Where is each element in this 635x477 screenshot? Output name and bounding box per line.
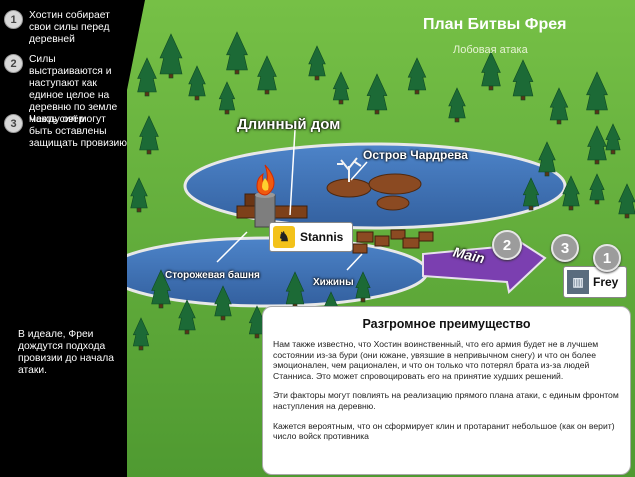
step-badge-3: 3 <box>551 234 579 262</box>
step-text: Часть сил могут быть оставлены защищать … <box>29 114 128 149</box>
step-badge-1: 1 <box>593 244 621 272</box>
stannis-banner[interactable]: ♞ Stannis <box>269 222 353 252</box>
step-text: Хостин собирает свои силы перед деревней <box>29 10 110 45</box>
forest <box>130 31 635 351</box>
panel-title: Разгромное преимущество <box>362 317 531 331</box>
tree-trunk <box>568 205 574 211</box>
step-1: 1 Хостин собирает свои силы перед деревн… <box>4 10 129 46</box>
tree-trunk <box>544 171 550 177</box>
tree-trunk <box>374 109 380 115</box>
tree-trunk <box>220 315 226 321</box>
label-weirwood-island: Остров Чардрева <box>363 148 468 162</box>
tree-trunk <box>528 205 534 211</box>
sidebar: 1 Хостин собирает свои силы перед деревн… <box>0 0 127 477</box>
tree-trunk <box>314 75 320 81</box>
tree-trunk <box>184 329 190 335</box>
tree-trunk <box>624 213 630 219</box>
step-2: 2 Силы выстраиваются и наступают как еди… <box>4 54 129 126</box>
step-number-badge: 2 <box>4 54 23 73</box>
tree-trunk <box>146 149 152 155</box>
island-stumps <box>326 173 422 211</box>
tree-trunk <box>338 99 344 105</box>
tree-trunk <box>488 85 494 91</box>
tree-trunk <box>414 89 420 95</box>
info-panel: Разгромное преимущество Нам также извест… <box>262 306 631 475</box>
map-title: План Битвы Фрея <box>423 16 567 33</box>
tree-trunk <box>136 207 142 213</box>
stag-icon: ♞ <box>273 226 295 248</box>
tree-trunk <box>264 89 270 95</box>
step-3: 3 Часть сил могут быть оставлены защищат… <box>4 114 129 150</box>
tree-trunk <box>594 109 600 115</box>
tree-trunk <box>234 69 240 75</box>
panel-paragraph: Нам также известно, что Хостин воинствен… <box>273 339 599 381</box>
step-badge-2: 2 <box>492 230 522 260</box>
frey-banner[interactable]: ▥ Frey <box>563 266 627 298</box>
panel-paragraph: Эти факторы могут повлиять на реализацию… <box>273 390 619 411</box>
tree-trunk <box>360 297 366 303</box>
ideal-note: В идеале, Фреи дождутся подхода провизии… <box>18 329 114 376</box>
tree-trunk <box>610 149 616 155</box>
tree-trunk <box>138 345 144 351</box>
map-subtitle: Лобовая атака <box>453 44 528 56</box>
twin-towers-icon: ▥ <box>567 270 589 294</box>
panel-paragraph: Кажется вероятным, что он сформирует кли… <box>273 420 615 442</box>
tree-trunk <box>168 73 174 79</box>
tree-trunk <box>520 95 526 101</box>
tree-trunk <box>194 95 200 101</box>
tree-trunk <box>254 333 260 339</box>
label-huts: Хижины <box>313 277 354 288</box>
step-number-badge: 3 <box>4 114 23 133</box>
tree-trunk <box>594 199 600 205</box>
label-longhouse: Длинный дом <box>237 116 341 133</box>
tree-trunk <box>556 119 562 125</box>
step-text: Силы выстраиваются и наступают как едино… <box>29 54 118 125</box>
tree-trunk <box>454 117 460 123</box>
step-number-badge: 1 <box>4 10 23 29</box>
stannis-label: Stannis <box>300 230 344 244</box>
tree-trunk <box>224 109 230 115</box>
tree-trunk <box>144 91 150 97</box>
tree-trunk <box>158 303 164 309</box>
huts <box>352 229 434 254</box>
frey-label: Frey <box>593 275 619 289</box>
label-watchtower: Сторожевая башня <box>165 270 260 281</box>
tree-trunk <box>594 159 600 165</box>
weirwood-tree <box>337 157 362 182</box>
